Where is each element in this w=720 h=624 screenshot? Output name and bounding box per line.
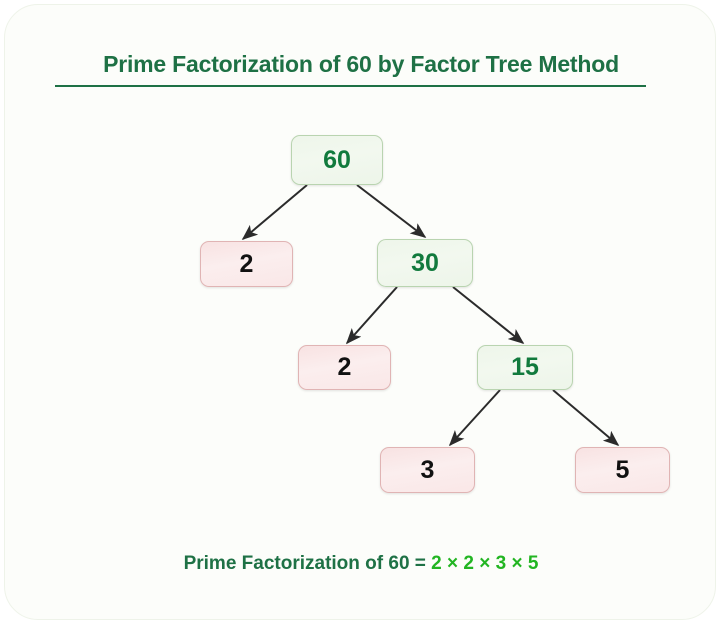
tree-edge-n15-to-n5 <box>552 389 620 447</box>
tree-edge-n30-to-n15 <box>452 286 525 344</box>
tree-edge-group <box>241 184 620 447</box>
factor-tree-diagram: 60 2 30 2 15 3 5 <box>5 5 715 619</box>
tree-node-n3[interactable]: 3 <box>380 447 475 493</box>
result-caption-label: Prime Factorization of 60 = <box>183 553 432 574</box>
tree-edges-layer <box>241 184 620 447</box>
tree-node-n5[interactable]: 5 <box>575 447 670 493</box>
result-caption-expression: 2 × 2 × 3 × 5 <box>431 553 539 574</box>
tree-node-n60[interactable]: 60 <box>291 135 383 185</box>
tree-node-n2a[interactable]: 2 <box>200 241 293 287</box>
tree-edge-n15-to-n3 <box>448 389 501 447</box>
tree-node-n30[interactable]: 30 <box>377 239 473 287</box>
tree-edge-n30-to-n2b <box>345 286 398 345</box>
tree-edge-n60-to-n30 <box>356 184 427 238</box>
title-underline <box>55 85 646 87</box>
page-title: Prime Factorization of 60 by Factor Tree… <box>103 51 619 77</box>
tree-node-n15[interactable]: 15 <box>477 345 573 390</box>
tree-edge-n60-to-n2a <box>241 184 308 241</box>
result-caption: Prime Factorization of 60 = 2 × 2 × 3 × … <box>5 553 715 575</box>
tree-node-n2b[interactable]: 2 <box>298 345 391 390</box>
factor-tree-card: Prime Factorization of 60 by Factor Tree… <box>4 4 716 620</box>
